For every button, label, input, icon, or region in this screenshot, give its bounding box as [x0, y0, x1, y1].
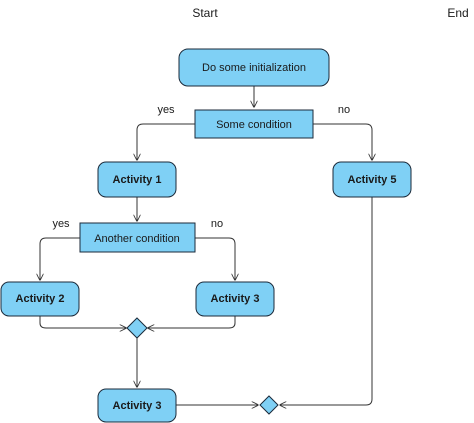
node-act1-label: Activity 1 [113, 174, 162, 186]
node-act3a-label: Activity 3 [211, 293, 260, 305]
node-act2-shape [0, 281, 80, 317]
node-act1[interactable]: Activity 1 [97, 161, 177, 198]
node-act5-label: Activity 5 [348, 174, 397, 186]
node-act3b[interactable]: Activity 3 [97, 388, 177, 423]
start-label: Start [192, 6, 218, 20]
node-act1-shape [97, 161, 177, 198]
final-merge-diamond [259, 395, 279, 415]
node-act3b-shape [97, 388, 177, 423]
node-cond1-label: Some condition [216, 119, 292, 131]
cond2-yes-label: yes [52, 218, 70, 230]
edge-act3a-to-merge [148, 316, 236, 328]
node-cond1[interactable]: Some condition [194, 109, 314, 139]
node-cond2[interactable]: Another condition [79, 222, 196, 253]
merge-diamond [126, 317, 148, 339]
node-act5-shape [332, 161, 412, 198]
node-cond1-shape [194, 109, 314, 139]
edge-cond2-yes [40, 237, 80, 280]
node-merge[interactable] [126, 317, 148, 339]
node-init-shape [178, 48, 330, 87]
node-act2[interactable]: Activity 2 [0, 281, 80, 317]
edge-act5-to-final [280, 197, 373, 405]
node-cond2-shape [79, 222, 196, 253]
node-init[interactable]: Do some initialization [178, 48, 330, 87]
edge-cond1-no [313, 123, 372, 160]
edge-cond2-no [195, 237, 235, 280]
cond1-no-label: no [338, 104, 350, 116]
edge-act2-to-merge [39, 316, 126, 328]
node-final-merge[interactable] [259, 395, 279, 415]
edges [40, 86, 372, 405]
end-label: End [447, 6, 468, 20]
node-act2-label: Activity 2 [16, 293, 65, 305]
node-cond2-label: Another condition [94, 233, 180, 245]
node-act3b-label: Activity 3 [113, 400, 162, 412]
cond1-yes-label: yes [157, 104, 175, 116]
node-init-label: Do some initialization [202, 62, 306, 74]
node-act3a-shape [195, 281, 275, 317]
node-act5[interactable]: Activity 5 [332, 161, 412, 198]
edge-cond1-yes [137, 123, 195, 160]
node-act3a[interactable]: Activity 3 [195, 281, 275, 317]
cond2-no-label: no [211, 218, 223, 230]
